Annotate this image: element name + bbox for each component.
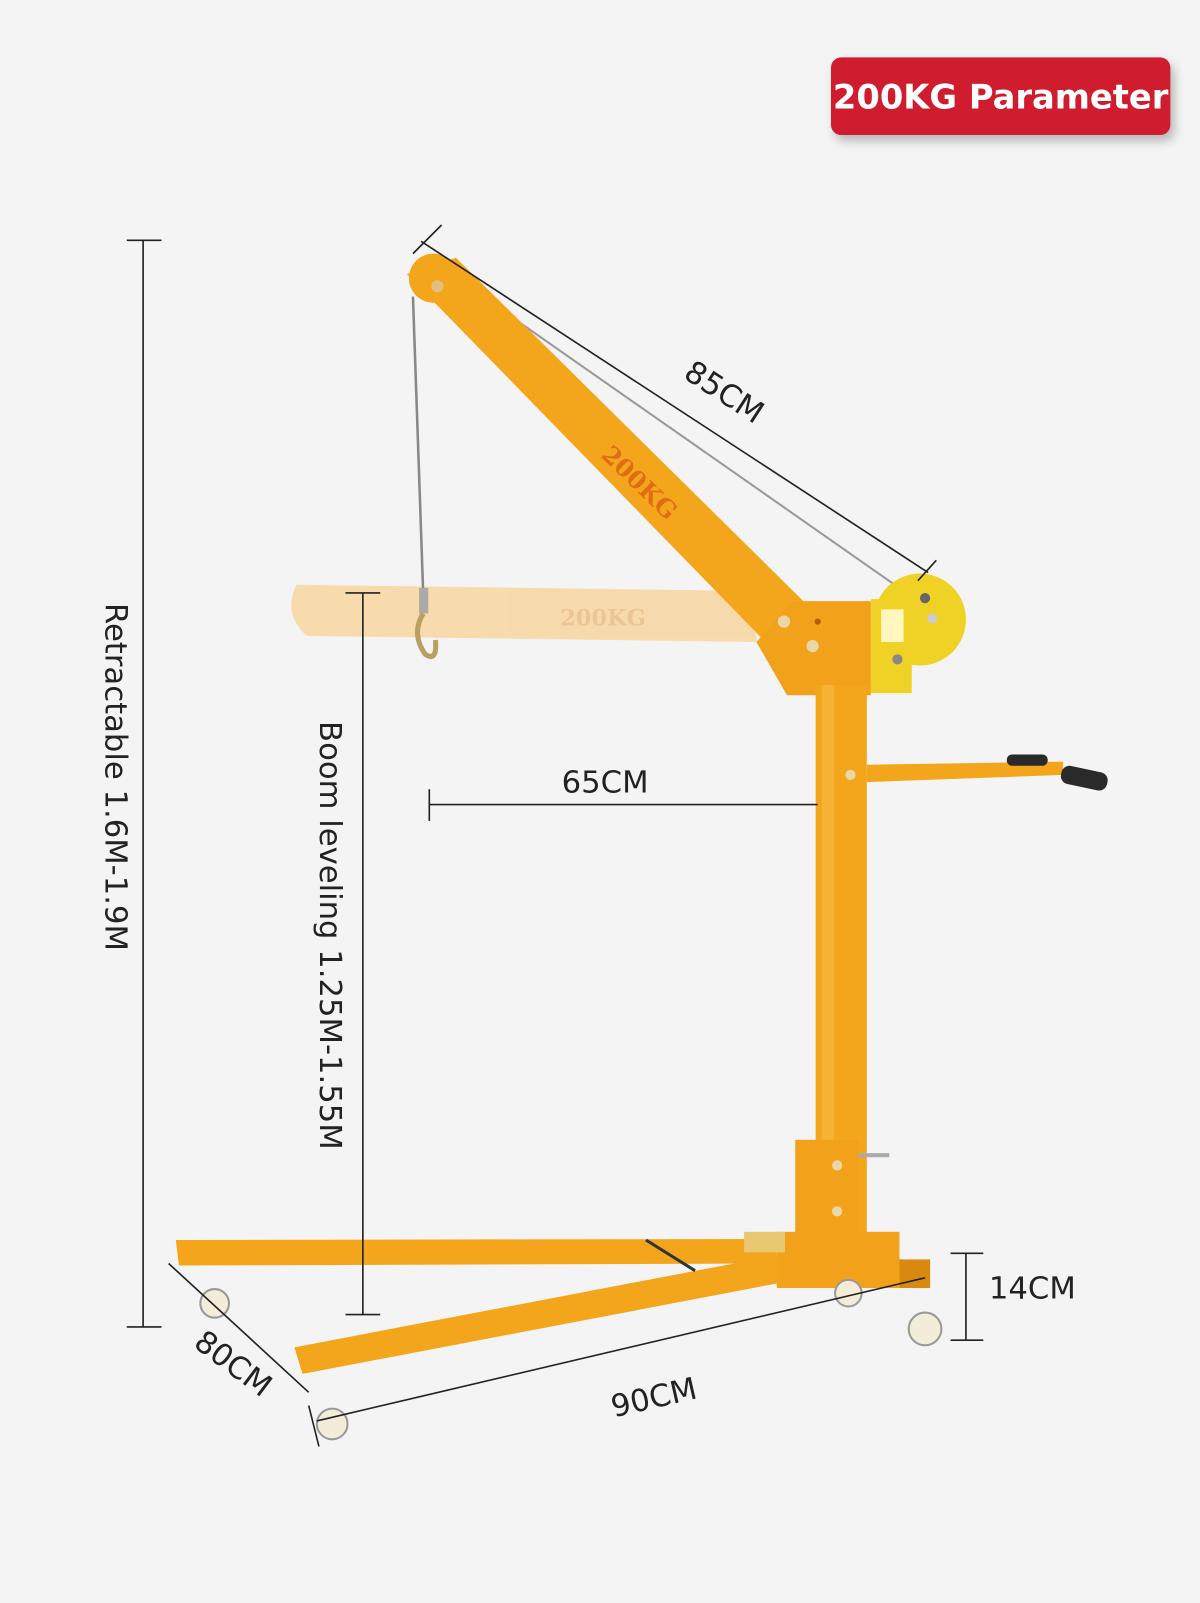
ghost-boom-marking: 200KG [560,606,646,632]
parameter-badge: 200KG Parameter [831,57,1171,136]
ghost-boom: 200KG [291,584,757,643]
dimension-base-height: 14CM [950,1252,1076,1341]
dimension-base-width: 80CM [168,1262,310,1404]
hoist-cable [411,296,425,594]
reach-label: 65CM [562,765,649,800]
dimension-total-height: Retractable 1.6M-1.9M [97,239,162,1328]
hook-icon [414,587,439,659]
dimension-reach: 65CM [428,765,818,821]
base-height-label: 14CM [989,1271,1076,1306]
dimension-boom-level-height: Boom leveling 1.25M-1.55M [312,592,381,1316]
mast-sleeve [795,1139,859,1243]
boom-length-label: 85CM [678,355,770,432]
winch [870,573,966,694]
crane-base [175,1231,931,1374]
base-width-label: 80CM [187,1324,277,1404]
base-length-label: 90CM [608,1372,701,1426]
caster-wheels [199,1278,943,1441]
crane-boom: 200KG [406,253,808,638]
boom-level-height-label: Boom leveling 1.25M-1.55M [312,721,347,1150]
total-height-label: Retractable 1.6M-1.9M [97,603,132,951]
badge-label: 200KG Parameter [833,77,1169,116]
push-handle [845,754,1108,791]
